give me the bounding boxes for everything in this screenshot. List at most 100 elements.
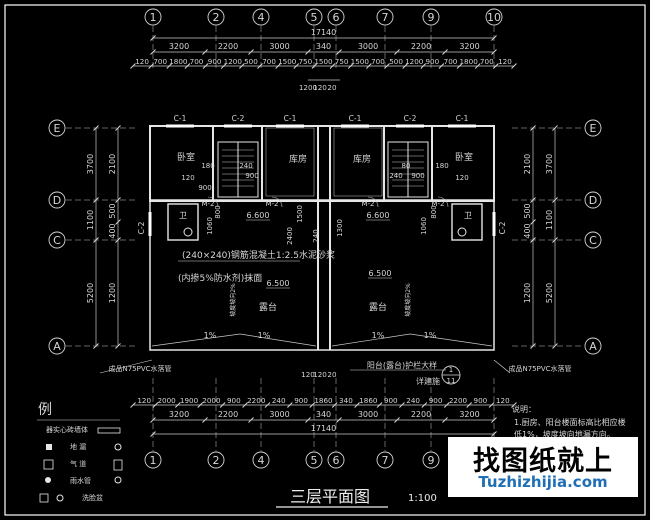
door-label: M-2: [361, 200, 374, 208]
dim-text: 900: [198, 184, 211, 192]
grid-label: 7: [382, 11, 389, 24]
dim-text: 800: [214, 205, 222, 218]
dim-text: 120: [313, 370, 327, 379]
dim-text: 5200: [545, 283, 554, 303]
drawing-title: 三层平面图: [290, 487, 370, 506]
dim-tick: [421, 402, 428, 408]
dim-text: 1200: [108, 283, 117, 303]
dim-text: 500: [244, 57, 258, 66]
dim-tick: [491, 417, 497, 423]
vent-icon: [113, 459, 123, 471]
dim-text: 2200: [218, 42, 238, 51]
dim-tick: [130, 63, 136, 69]
dim-tick: [130, 402, 136, 408]
dim-text: 1800: [169, 57, 188, 66]
terrace-outline: [149, 199, 495, 351]
dim-text: 700: [262, 57, 276, 66]
dim-text: 1200: [299, 83, 318, 92]
dim-text: 500: [108, 203, 117, 218]
grid-bubble: [207, 451, 225, 469]
watermark-logo: 找图纸就上 Tuzhizhijia.com: [448, 437, 638, 497]
downpipe-icon: [45, 477, 51, 483]
dim-tick: [336, 49, 342, 55]
grid-label: 1: [150, 454, 157, 467]
elevation-label: 6.600: [367, 211, 390, 220]
dim-text: 1500: [296, 205, 304, 223]
grid-bubble: [327, 451, 345, 469]
dim-text: 900: [227, 396, 241, 405]
dim-text: 900: [411, 172, 424, 180]
dim-text: 1200: [523, 283, 532, 303]
dim-text: 700: [444, 57, 458, 66]
slope-label: 1%: [204, 331, 217, 340]
dim-text: 120: [181, 174, 194, 182]
room-label: 库房: [289, 153, 307, 165]
dim-text: 3700: [86, 154, 95, 174]
dim-text: 240: [272, 396, 286, 405]
dim-text: 900: [384, 396, 398, 405]
watermark-url: Tuzhizhijia.com: [478, 473, 608, 491]
dim-tick: [331, 402, 338, 408]
dim-tick: [202, 49, 208, 55]
dim-text: 2200: [218, 410, 238, 419]
legend-item: 雨水管: [70, 476, 91, 485]
dim-tick: [148, 63, 154, 69]
downpipe-icon: [114, 476, 122, 484]
elevation-label: 6.600: [247, 211, 270, 220]
grid-bubble: [144, 451, 162, 469]
grid-bubble: [252, 8, 270, 26]
elevation-label: 6.500: [369, 269, 392, 278]
dim-tick: [115, 219, 121, 225]
dim-text: 1060: [420, 217, 428, 235]
dim-text: 700: [480, 57, 494, 66]
dim-text: 240: [312, 229, 320, 242]
dim-text: 340: [316, 410, 331, 419]
dim-text: 2200: [411, 410, 431, 419]
dim-tick: [530, 219, 536, 225]
dim-tick: [293, 63, 300, 69]
dim-text: 750: [298, 57, 312, 66]
dim-tick: [311, 63, 318, 69]
dim-tick: [202, 63, 209, 69]
dim-tick: [491, 35, 497, 41]
room-label: 卫: [179, 211, 187, 220]
dim-text: 1200: [405, 57, 424, 66]
grid-bubble: [144, 8, 162, 26]
basin-icon: [39, 493, 49, 503]
dim-text: 500: [389, 57, 403, 66]
legend-item: 器实心砖墙体: [46, 425, 88, 434]
dim-text: 900: [245, 172, 258, 180]
downpipe-label: 成品N75PVC水落管: [108, 364, 171, 373]
dim-text: 3000: [269, 42, 289, 51]
downpipe-label: 成品N75PVC水落管: [508, 364, 571, 373]
dim-text: 240: [389, 172, 402, 180]
grid-bubble: [252, 451, 270, 469]
dim-text: 900: [208, 57, 222, 66]
dim-text: 3700: [545, 154, 554, 174]
window-label: C-1: [349, 114, 362, 123]
grid-label: 10: [487, 11, 501, 24]
dim-tick: [399, 402, 405, 408]
dim-text: 500: [523, 203, 532, 218]
grid-bubble: [584, 337, 602, 355]
dim-tick: [202, 417, 208, 423]
toilet-room: [451, 203, 483, 241]
dim-tick: [488, 402, 495, 408]
room-area: [333, 127, 383, 197]
dim-text: 5200: [86, 283, 95, 303]
dim-tick: [438, 63, 445, 69]
curb-note: (内掺5%防水剂)抹面: [178, 272, 262, 284]
dim-text: 3200: [459, 42, 479, 51]
dim-text: 3000: [358, 42, 378, 51]
dim-tick: [115, 237, 121, 243]
toilet-room: [167, 203, 199, 241]
grid-bubble: [48, 337, 66, 355]
grid-label: 1: [150, 11, 157, 24]
dim-tick: [309, 402, 316, 408]
dim-tick: [174, 402, 181, 408]
dim-text: 700: [190, 57, 204, 66]
dim-text: 1100: [545, 210, 554, 230]
notes-line: 1.厨房、阳台楼面标高比相应楼: [514, 417, 626, 427]
legend-swatch: [97, 427, 121, 434]
